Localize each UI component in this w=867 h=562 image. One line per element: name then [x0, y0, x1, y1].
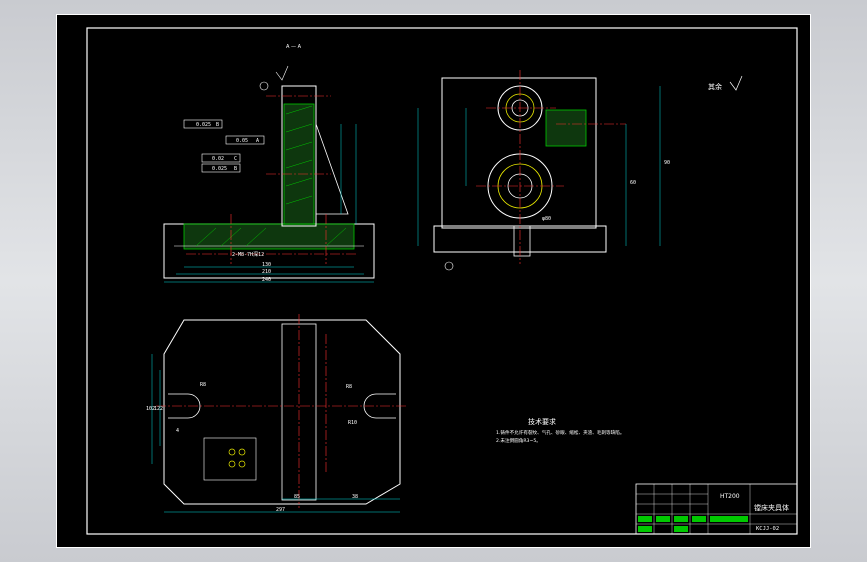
dim-side-60: 60: [630, 180, 636, 186]
datum-a-icon: [444, 261, 454, 271]
tol-3-ref: C: [234, 156, 237, 162]
title-block: HT200 镗床夹具体 KCJJ-02: [635, 483, 798, 535]
dimension-lines-front: [417, 86, 661, 246]
section-view-aa: A — A: [163, 44, 375, 283]
center-lines-top: [156, 314, 406, 508]
drawing-sheet: A — A: [56, 14, 811, 548]
tb-material: HT200: [720, 493, 740, 500]
dim-122: 122: [154, 406, 163, 412]
base-hatch: [183, 223, 355, 250]
roughness-icon: [275, 65, 289, 81]
pin-block: [203, 437, 257, 481]
dim-r8-left: R8: [200, 382, 206, 388]
dim-130: 130: [262, 262, 271, 268]
tolerance-frames: 0.025 B 0.05 A 0.02 C 0.025 B: [183, 119, 265, 173]
tb-drawing-no: KCJJ-02: [756, 526, 779, 532]
dimension-lines-top: [151, 354, 400, 513]
tol-2: 0.05: [236, 138, 248, 144]
thread-note: 2-M8-7H深12: [232, 251, 264, 258]
tech-req-line1: 1.铸件不允许有裂纹、气孔、砂眼、缩松、夹渣、毛刺等缺陷。: [496, 429, 624, 436]
side-bracket: [545, 109, 587, 147]
front-view: 60 90 φ80: [417, 70, 670, 271]
pin-hole-3: [228, 460, 236, 468]
tech-req-title: 技术要求: [528, 417, 556, 426]
tb-part-name: 镗床夹具体: [754, 503, 789, 512]
dim-38: 38: [352, 494, 358, 500]
tol-4: 0.025: [212, 166, 227, 172]
top-view: 297 85 38 R8 R10 R8 4 102 122: [146, 314, 406, 513]
dim-r8-right: R8: [346, 384, 352, 390]
dimension-lines-aa: [164, 124, 374, 283]
dim-side-90: 90: [664, 160, 670, 166]
drawing-canvas: A — A: [56, 14, 811, 548]
phi-label: φ80: [542, 216, 551, 222]
title-block-fields: [638, 516, 748, 532]
outer-border: [56, 14, 811, 548]
pin-hole-1: [228, 448, 236, 456]
dim-240: 240: [262, 277, 271, 283]
tech-requirements: 技术要求 1.铸件不允许有裂纹、气孔、砂眼、缩松、夹渣、毛刺等缺陷。 2.未注倒…: [496, 417, 624, 444]
center-lines-aa: [186, 95, 356, 264]
dim-85: 85: [294, 494, 300, 500]
hatch-lines: [195, 105, 347, 247]
rib-outline: [315, 123, 349, 215]
inner-frame: [86, 27, 798, 535]
roughness-note: 其余: [708, 82, 722, 91]
tech-req-line2: 2.未注倒圆角R3~5。: [496, 437, 541, 444]
tol-3: 0.02: [212, 156, 224, 162]
top-outline: [163, 319, 401, 505]
pin-hole-2: [238, 448, 246, 456]
dim-4: 4: [176, 428, 179, 434]
tol-4-ref: B: [234, 166, 237, 172]
center-lines-front: [476, 70, 626, 264]
tol-2-ref: A: [256, 138, 259, 144]
front-body-outline: [441, 77, 597, 229]
tol-1-ref: B: [216, 122, 219, 128]
dim-r10: R10: [348, 420, 357, 426]
front-key: [513, 225, 531, 257]
dim-102: 102: [146, 406, 155, 412]
section-label: A — A: [286, 44, 302, 50]
dim-210: 210: [262, 269, 271, 275]
roughness-symbol-icon: [729, 75, 743, 91]
dim-bottom-width: 297: [276, 507, 285, 513]
pin-hole-4: [238, 460, 246, 468]
datum-c-icon: [259, 81, 269, 91]
tol-1: 0.025: [196, 122, 211, 128]
